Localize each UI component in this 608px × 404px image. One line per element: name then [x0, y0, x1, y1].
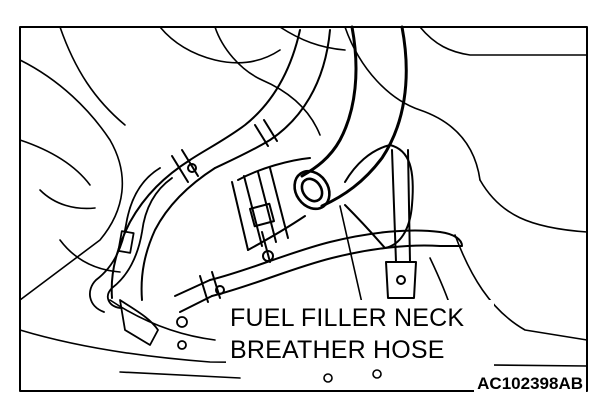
figure-code: AC102398AB: [474, 374, 586, 394]
callout-line-2: BREATHER HOSE: [230, 336, 445, 364]
lower-bracket: [119, 299, 188, 350]
upper-clamp: [171, 119, 278, 183]
callout-line-1: FUEL FILLER NECK: [230, 304, 465, 332]
callout-leader-line: [339, 205, 365, 313]
mounting-bracket: [385, 149, 417, 299]
hose-clamp: [231, 167, 289, 263]
component-callout-label: FUEL FILLER NECK BREATHER HOSE: [226, 300, 494, 366]
fuel-filler-neck: [110, 29, 331, 301]
hose-end-cap: [293, 169, 331, 211]
filler-hose-upper: [300, 25, 408, 208]
breather-hose-clamp: [199, 271, 225, 303]
body-panel-lines: [19, 26, 588, 379]
frame-border: [19, 26, 588, 392]
vent-hose-left: [89, 167, 173, 313]
detail-holes: [323, 369, 382, 383]
